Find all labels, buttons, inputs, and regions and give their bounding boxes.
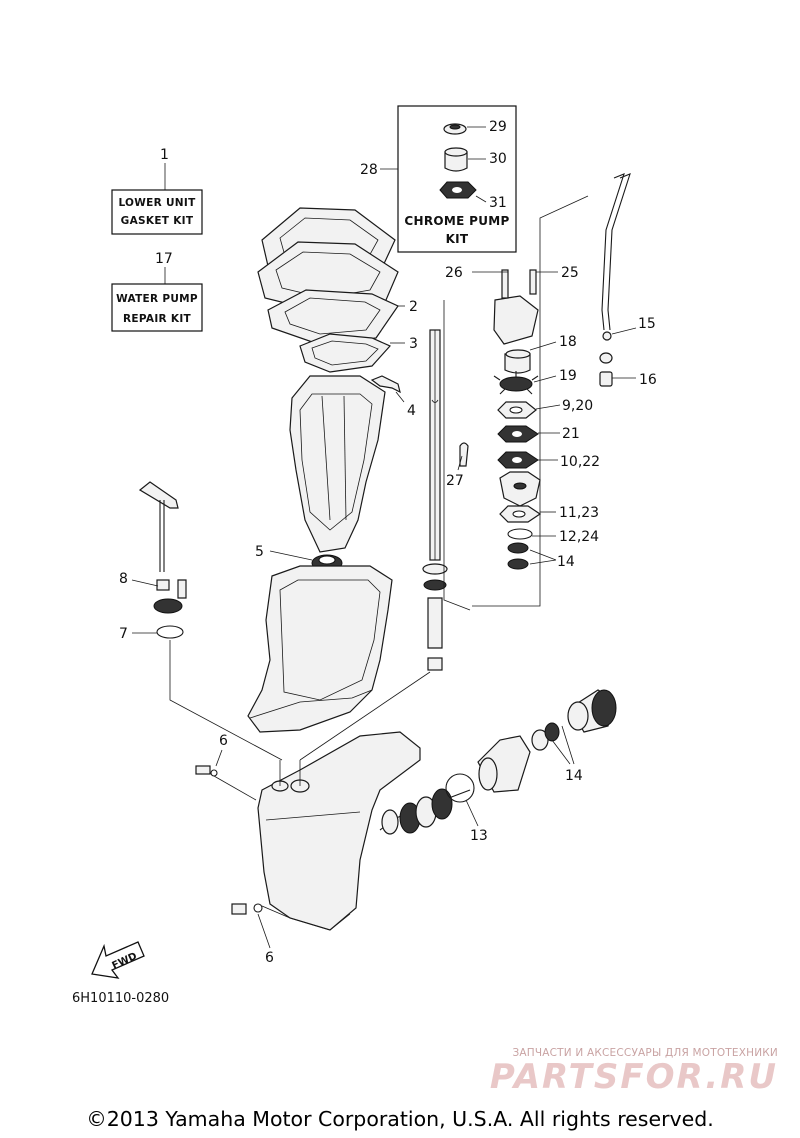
callout-16: 16 [639, 372, 657, 388]
clip-4 [370, 375, 401, 394]
gasket-kit-box [111, 189, 203, 235]
diagram-code: 6H10110-0280 [72, 991, 169, 1006]
callout-9-20: 9,20 [562, 398, 593, 414]
watermark-tagline: ЗАПЧАСТИ И АКСЕССУАРЫ ДЛЯ МОТОТЕХНИКИ [512, 1047, 778, 1059]
callout-1: 1 [160, 147, 169, 163]
callout-14-upper: 14 [557, 554, 575, 570]
water-pump-kit-box [111, 283, 203, 332]
drive-shaft-sleeve [427, 597, 443, 649]
callout-30: 30 [489, 151, 507, 167]
callout-31: 31 [489, 195, 507, 211]
screw-6-lower: 6 [231, 903, 291, 966]
upper-casing [289, 375, 386, 553]
gasket-3 [299, 333, 391, 373]
callout-14-lower: 14 [565, 768, 583, 784]
callout-29: 29 [489, 119, 507, 135]
impeller-19 [493, 371, 539, 395]
fwd-arrow-icon: FWD [91, 941, 145, 979]
callout-26: 26 [445, 265, 463, 281]
water-pump-kit: 17 WATER PUMP REPAIR KIT [111, 251, 203, 332]
drive-shaft: 27 [299, 300, 471, 761]
callout-27: 27 [446, 473, 464, 489]
gearcase [257, 731, 421, 931]
pump-housing [493, 295, 539, 345]
callout-6-lower: 6 [265, 950, 274, 966]
screw-6-upper: 6 [195, 733, 257, 801]
chrome-pump-kit-line2: KIT [446, 232, 469, 246]
water-tube: 15 16 [599, 173, 657, 388]
callout-17: 17 [155, 251, 173, 267]
propeller-shaft-assembly: 13 14 [379, 689, 617, 844]
callout-3: 3 [409, 336, 418, 352]
water-pump-kit-line1: WATER PUMP [116, 293, 198, 305]
water-pump-kit-line2: REPAIR KIT [123, 313, 192, 325]
copyright-notice: ©2013 Yamaha Motor Corporation, U.S.A. A… [86, 1107, 714, 1131]
callout-19: 19 [559, 368, 577, 384]
callout-15: 15 [638, 316, 656, 332]
o-ring-13 [445, 773, 475, 803]
callout-21: 21 [562, 426, 580, 442]
callout-6-upper: 6 [219, 733, 228, 749]
callout-10-22: 10,22 [560, 454, 600, 470]
callout-8: 8 [119, 571, 128, 587]
shift-rod: 8 7 [119, 481, 283, 761]
callout-28: 28 [360, 162, 378, 178]
pump-insert-part [444, 151, 468, 172]
callout-18: 18 [559, 334, 577, 350]
o-ring-7 [156, 625, 184, 639]
water-pump: 26 25 18 19 9,20 21 10,22 11,23 [445, 195, 600, 607]
upper-gaskets: 2 3 4 [257, 207, 418, 419]
chrome-pump-kit-line1: CHROME PUMP [404, 214, 509, 228]
gasket-kit-line1: LOWER UNIT [118, 197, 196, 209]
callout-2: 2 [409, 299, 418, 315]
watermark-brand: PARTSFOR.RU [490, 1057, 778, 1097]
callout-13: 13 [470, 828, 488, 844]
gasket-kit-line2: GASKET KIT [121, 215, 194, 227]
callout-12-24: 12,24 [559, 529, 599, 545]
lower-upper-case [247, 565, 393, 733]
chrome-pump-kit: 28 29 30 31 CHROME PUMP KIT [360, 105, 517, 253]
gasket-kit: 1 LOWER UNIT GASKET KIT [111, 147, 203, 235]
callout-11-23: 11,23 [559, 505, 599, 521]
shift-boot-8 [153, 598, 183, 614]
insert-18 [504, 353, 531, 374]
callout-7: 7 [119, 626, 128, 642]
callout-5: 5 [255, 544, 264, 560]
callout-4: 4 [407, 403, 416, 419]
callout-25: 25 [561, 265, 579, 281]
